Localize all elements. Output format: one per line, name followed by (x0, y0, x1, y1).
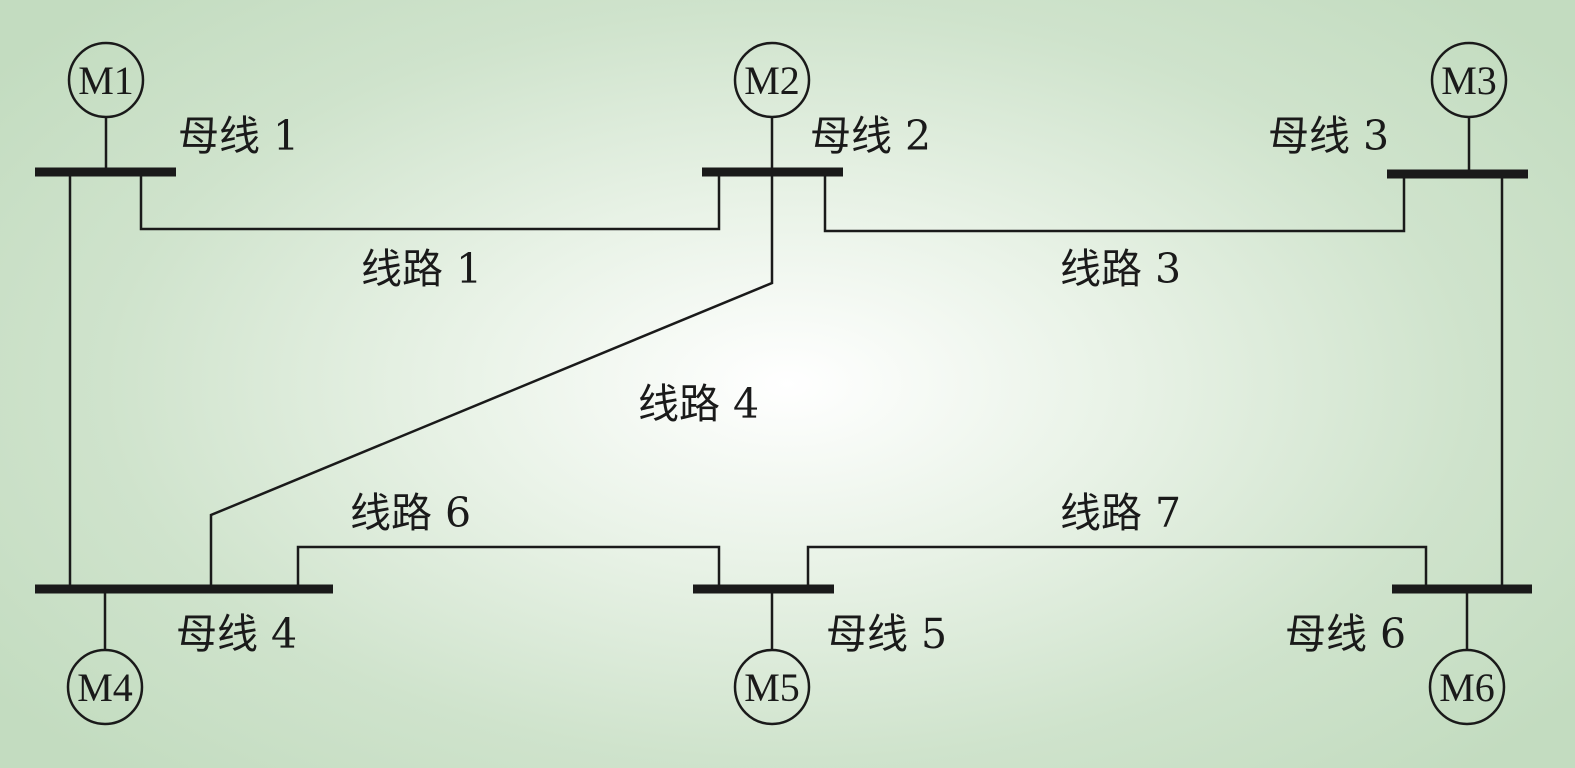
line-6-label: 线路 6 (350, 489, 471, 537)
generator-m6-symbol (1428, 648, 1506, 726)
line-6 (296, 545, 721, 589)
bus-5-label: 母线 5 (826, 610, 947, 658)
generator-m6: M6 (1428, 590, 1506, 726)
line-1 (139, 172, 721, 231)
generator-m4-label: M4 (77, 665, 133, 710)
generator-m5-label: M5 (744, 665, 800, 710)
bus-6-label: 母线 6 (1285, 610, 1406, 658)
generator-m1-label: M1 (78, 58, 134, 103)
generator-m4-symbol (66, 648, 144, 726)
line-7-label: 线路 7 (1060, 489, 1181, 537)
generator-m2: M2 (733, 41, 811, 172)
bus-1-label: 母线 1 (178, 112, 299, 160)
bus-3-label: 母线 3 (1268, 112, 1389, 160)
line-7 (806, 545, 1428, 589)
generator-m5-symbol (733, 648, 811, 726)
generator-m1: M1 (67, 41, 145, 172)
generator-m4: M4 (66, 590, 144, 726)
generator-m6-label: M6 (1439, 665, 1495, 710)
line-4-label: 线路 4 (638, 380, 759, 428)
line-4 (209, 172, 774, 589)
bus-2-label: 母线 2 (810, 112, 931, 160)
line-1-label: 线路 1 (361, 245, 482, 293)
generator-m5: M5 (733, 590, 811, 726)
generator-m3-label: M3 (1441, 58, 1497, 103)
generator-m3: M3 (1430, 41, 1508, 174)
bus-4-label: 母线 4 (176, 610, 297, 658)
line-3 (823, 172, 1406, 233)
generator-m2-label: M2 (744, 58, 800, 103)
line-3-label: 线路 3 (1060, 245, 1181, 293)
